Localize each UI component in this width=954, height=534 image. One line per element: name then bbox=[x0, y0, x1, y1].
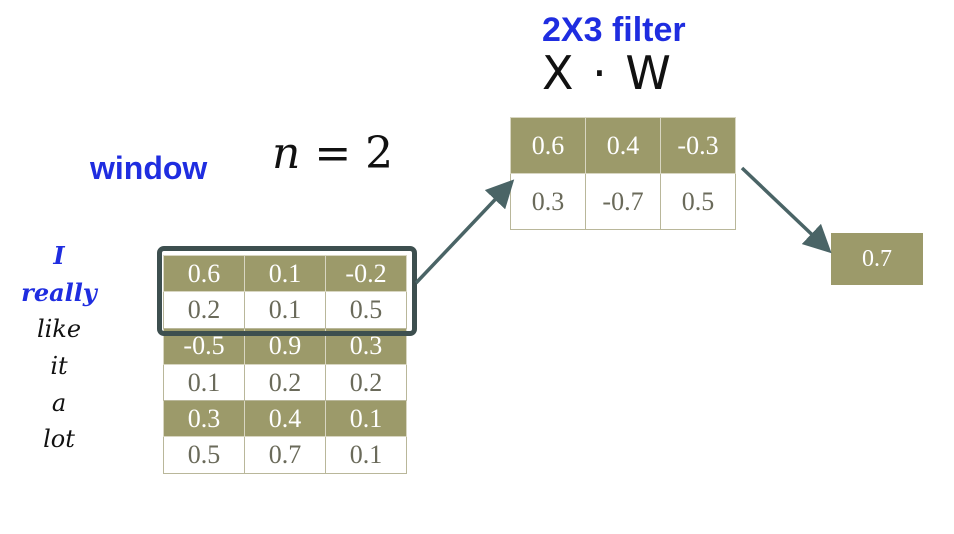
arrow-window-to-filter bbox=[414, 179, 515, 285]
word-item: it bbox=[50, 352, 68, 381]
embedding-matrix: 0.6 0.1 -0.2 0.2 0.1 0.5 -0.5 0.9 0.3 0.… bbox=[163, 254, 407, 474]
filter-row: 0.3 -0.7 0.5 bbox=[510, 173, 736, 230]
arrow-filter-to-result bbox=[740, 166, 832, 254]
embedding-row: 0.3 0.4 0.1 bbox=[163, 400, 407, 438]
word-item: lot bbox=[43, 425, 75, 454]
embedding-row: 0.2 0.1 0.5 bbox=[163, 291, 407, 329]
dot-product-formula: X · W bbox=[542, 46, 673, 100]
filter-cell: 0.3 bbox=[510, 173, 586, 230]
embedding-cell: 0.1 bbox=[244, 254, 326, 293]
embedding-cell: 0.1 bbox=[325, 400, 407, 438]
embedding-row: 0.1 0.2 0.2 bbox=[163, 363, 407, 402]
filter-cell: 0.6 bbox=[510, 117, 586, 174]
filter-cell: 0.5 bbox=[660, 173, 736, 230]
window-label: window bbox=[90, 150, 208, 186]
word-item: like bbox=[36, 315, 82, 344]
word-item: really bbox=[21, 277, 97, 307]
embedding-cell: 0.5 bbox=[163, 436, 245, 474]
word-list: I really like it a lot bbox=[18, 238, 100, 458]
embedding-cell: 0.1 bbox=[325, 436, 407, 474]
embedding-cell: 0.1 bbox=[163, 363, 245, 402]
embedding-row: 0.6 0.1 -0.2 bbox=[163, 254, 407, 293]
filter-matrix: 0.6 0.4 -0.3 0.3 -0.7 0.5 bbox=[510, 117, 736, 230]
filter-title: 2X3 filter bbox=[542, 11, 686, 49]
word-item: I bbox=[53, 241, 65, 270]
window-size-formula: n = 2 bbox=[272, 128, 422, 180]
embedding-cell: 0.2 bbox=[163, 291, 245, 329]
word-item: a bbox=[51, 388, 67, 417]
embedding-cell: 0.1 bbox=[244, 291, 326, 329]
filter-cell: 0.4 bbox=[585, 117, 661, 174]
embedding-cell: 0.4 bbox=[244, 400, 326, 438]
window-size-value: = 2 bbox=[300, 128, 394, 179]
embedding-cell: -0.2 bbox=[325, 254, 407, 293]
filter-row: 0.6 0.4 -0.3 bbox=[510, 117, 736, 174]
embedding-cell: 0.7 bbox=[244, 436, 326, 474]
embedding-cell: 0.6 bbox=[163, 254, 245, 293]
window-size-variable: n bbox=[272, 128, 301, 179]
filter-cell: -0.3 bbox=[660, 117, 736, 174]
embedding-cell: 0.3 bbox=[163, 400, 245, 438]
embedding-cell: 0.2 bbox=[325, 363, 407, 402]
result-value: 0.7 bbox=[831, 233, 923, 285]
embedding-cell: 0.5 bbox=[325, 291, 407, 329]
window-highlight-frame bbox=[157, 246, 417, 336]
embedding-row: 0.5 0.7 0.1 bbox=[163, 436, 407, 474]
embedding-cell: 0.2 bbox=[244, 363, 326, 402]
